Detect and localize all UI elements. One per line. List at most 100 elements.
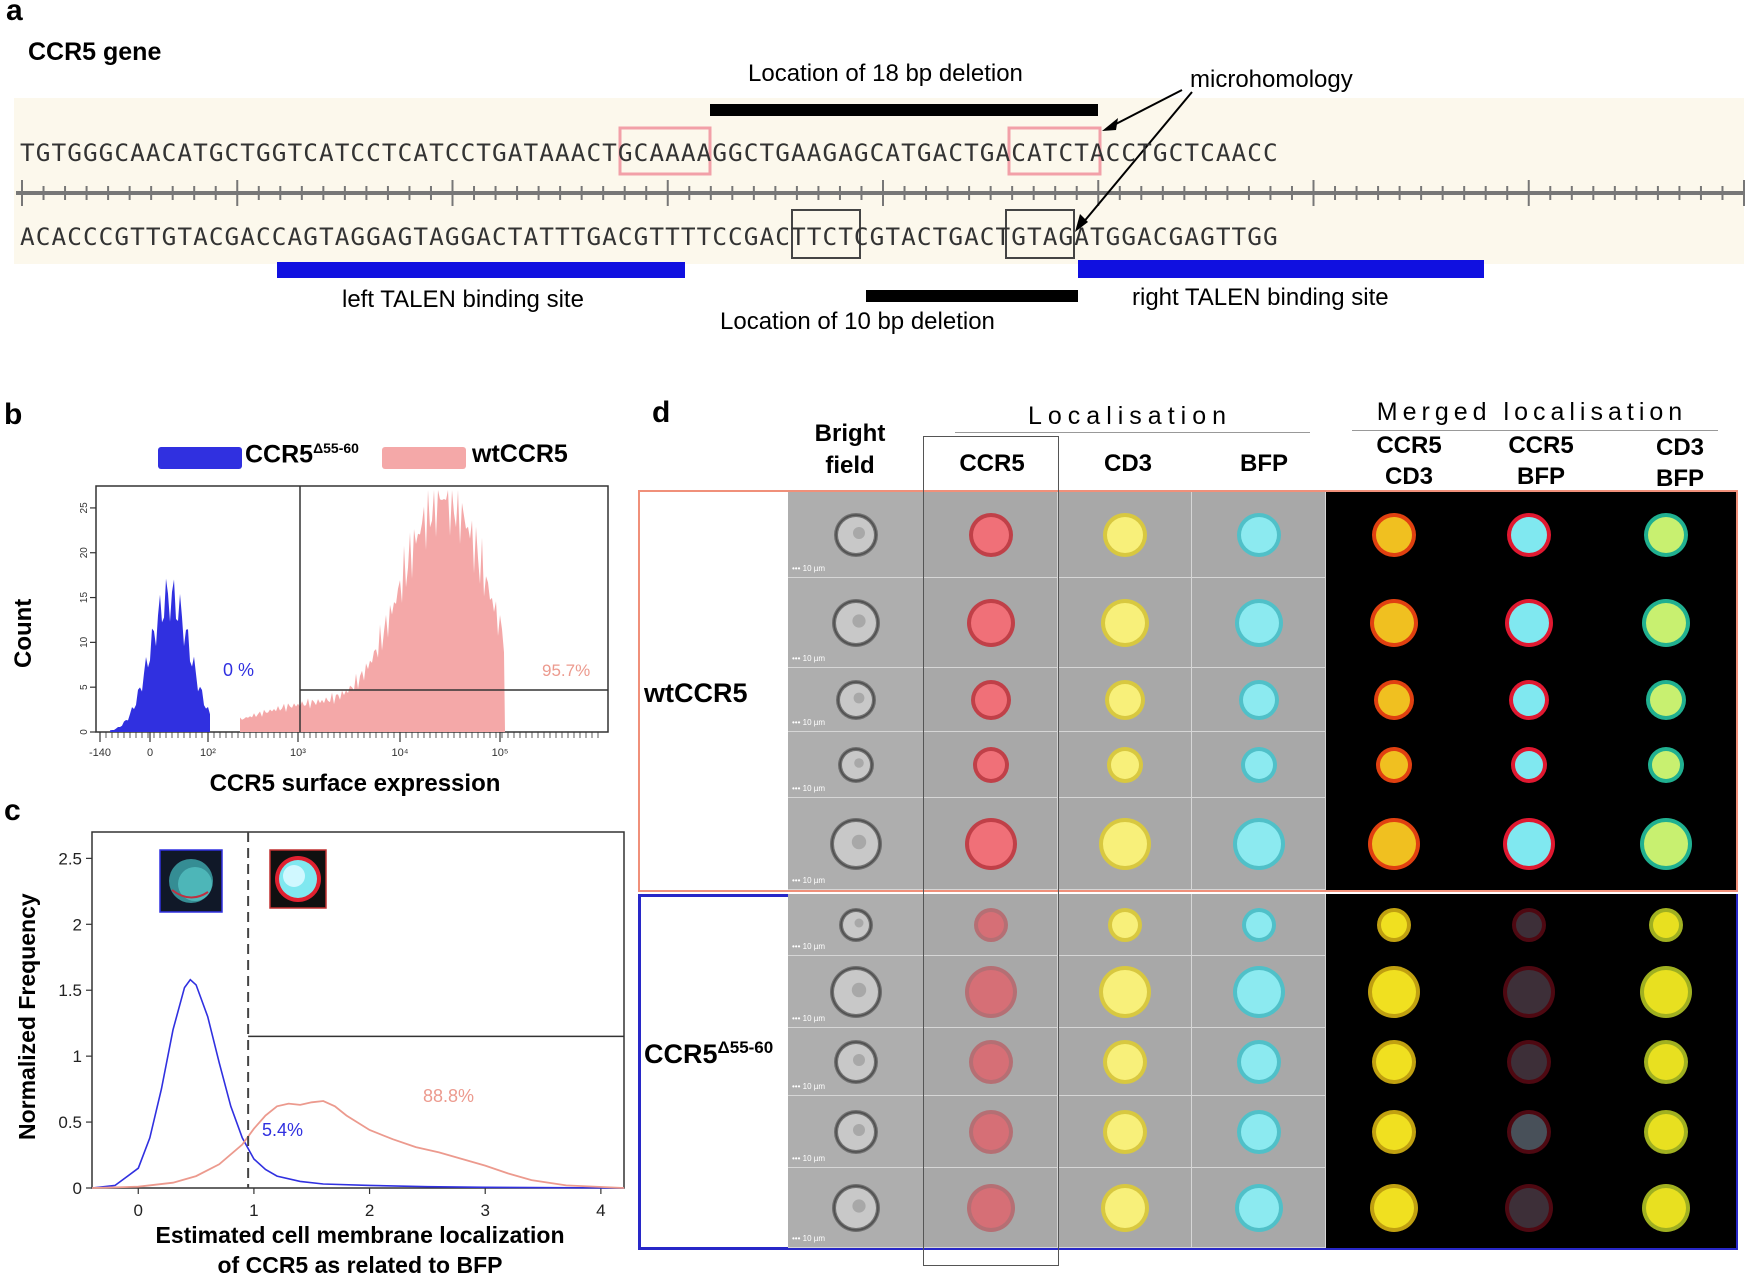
cell-image-cd3-row-8 <box>1058 1028 1192 1096</box>
bottom-strand-sequence: ACACCCGTTGTACGACCAGTAGGAGTAGGACTATTTGACG… <box>20 222 1279 251</box>
svg-text:10: 10 <box>79 636 90 648</box>
scale-bar-label: ••• 10 µm <box>792 1014 826 1023</box>
localisation-underline <box>955 432 1310 433</box>
scale-bar-label: ••• 10 µm <box>792 784 826 793</box>
svg-text:1: 1 <box>73 1047 82 1066</box>
cell-image-bf-row-4: ••• 10 µm <box>788 732 924 798</box>
cell-image-bfp-row-9 <box>1192 1096 1326 1168</box>
scale-bar-label: ••• 10 µm <box>792 564 826 573</box>
svg-text:0: 0 <box>147 747 153 759</box>
cell-image-grid: ••• 10 µm ••• 10 µm ••• 10 µm ••• 10 µm ••• … <box>788 492 1736 1248</box>
panel-b-xlabel: CCR5 surface expression <box>209 770 501 797</box>
cell-image-m3-row-1 <box>1596 492 1736 578</box>
cell-image-bfp-row-2 <box>1192 578 1326 668</box>
left-talen-bar <box>277 262 685 278</box>
cell-image-m1-row-10 <box>1326 1168 1462 1248</box>
svg-text:20: 20 <box>79 547 90 559</box>
cell-image-bfp-row-7 <box>1192 956 1326 1028</box>
sequence-band <box>14 98 1744 264</box>
cell-image-bf-row-6: ••• 10 µm <box>788 894 924 956</box>
microhomology-box-top-right <box>1007 126 1102 176</box>
scale-bar-label: ••• 10 µm <box>792 718 826 727</box>
panel-c-ylabel: Normalized Frequency <box>14 893 40 1140</box>
cell-image-m2-row-10 <box>1462 1168 1596 1248</box>
top-strand-sequence: TGTGGGCAACATGCTGGTCATCCTCATCCTGATAAACTGC… <box>20 138 1279 167</box>
cell-image-ccr5-row-3 <box>924 668 1058 732</box>
deletion-18-label: Location of 18 bp deletion <box>748 60 1023 87</box>
cell-image-m2-row-1 <box>1462 492 1596 578</box>
svg-text:2: 2 <box>365 1201 374 1220</box>
cell-image-bf-row-10: ••• 10 µm <box>788 1168 924 1248</box>
cell-image-cd3-row-10 <box>1058 1168 1192 1248</box>
cell-image-m3-row-2 <box>1596 578 1736 668</box>
cell-image-bfp-row-4 <box>1192 732 1326 798</box>
cell-image-m1-row-9 <box>1326 1096 1462 1168</box>
cell-image-m2-row-8 <box>1462 1028 1596 1096</box>
mutant-histogram <box>110 578 210 732</box>
legend-mutant-label: CCR5Δ55-60 <box>245 440 359 469</box>
svg-text:5: 5 <box>79 684 90 690</box>
scale-bar-label: ••• 10 µm <box>792 1082 826 1091</box>
cell-image-cd3-row-3 <box>1058 668 1192 732</box>
panel-c-xlabel-line2: of CCR5 as related to BFP <box>217 1252 503 1278</box>
bright-field-header: Bright field <box>814 420 886 479</box>
wt-histogram <box>240 490 505 732</box>
deletion-18-bar <box>710 104 1098 116</box>
cell-image-cd3-row-6 <box>1058 894 1192 956</box>
svg-text:15: 15 <box>79 592 90 604</box>
deletion-10-label: Location of 10 bp deletion <box>720 308 995 335</box>
deletion-10-bar <box>866 290 1078 302</box>
svg-text:0: 0 <box>134 1201 143 1220</box>
cell-image-ccr5-row-2 <box>924 578 1058 668</box>
panel-c-pct-wt: 88.8% <box>423 1086 474 1106</box>
cell-image-bfp-row-6 <box>1192 894 1326 956</box>
panel-b-ylabel: Count <box>10 598 37 668</box>
cell-image-m3-row-7 <box>1596 956 1736 1028</box>
cell-image-m1-row-3 <box>1326 668 1462 732</box>
localisation-header: Localisation <box>1027 402 1233 430</box>
cell-image-cd3-row-1 <box>1058 492 1192 578</box>
merged-header: Merged localisation <box>1376 398 1688 426</box>
cell-image-cd3-row-2 <box>1058 578 1192 668</box>
scale-bar-label: ••• 10 µm <box>792 1234 826 1243</box>
legend-wt-label: wtCCR5 <box>472 440 568 468</box>
cell-image-m1-row-4 <box>1326 732 1462 798</box>
svg-text:0.5: 0.5 <box>58 1113 82 1132</box>
wt-line <box>91 1100 625 1189</box>
cell-image-m2-row-6 <box>1462 894 1596 956</box>
cell-image-m1-row-1 <box>1326 492 1462 578</box>
panel-a-label: a <box>6 0 23 27</box>
cell-image-m2-row-2 <box>1462 578 1596 668</box>
panel-c-label: c <box>4 794 21 827</box>
right-talen-label: right TALEN binding site <box>1132 284 1389 311</box>
cell-image-m3-row-10 <box>1596 1168 1736 1248</box>
svg-text:1: 1 <box>249 1201 258 1220</box>
cell-image-m2-row-4 <box>1462 732 1596 798</box>
cell-image-bfp-row-10 <box>1192 1168 1326 1248</box>
cell-image-m3-row-6 <box>1596 894 1736 956</box>
cell-image-bf-row-7: ••• 10 µm <box>788 956 924 1028</box>
cell-image-m3-row-8 <box>1596 1028 1736 1096</box>
cell-image-bfp-row-3 <box>1192 668 1326 732</box>
cell-image-bf-row-2: ••• 10 µm <box>788 578 924 668</box>
cell-image-bf-row-9: ••• 10 µm <box>788 1096 924 1168</box>
ccr5-column-highlight <box>923 436 1059 1266</box>
cell-image-m1-row-6 <box>1326 894 1462 956</box>
cell-image-ccr5-row-6 <box>924 894 1058 956</box>
cell-image-bfp-row-5 <box>1192 798 1326 890</box>
cell-image-cd3-row-5 <box>1058 798 1192 890</box>
cell-image-m1-row-5 <box>1326 798 1462 890</box>
svg-text:10³: 10³ <box>290 747 306 759</box>
cell-image-ccr5-row-7 <box>924 956 1058 1028</box>
sequence-annotations <box>16 89 1745 302</box>
panel-d-label: d <box>652 396 671 429</box>
mutant-group-label: CCR5Δ55-60 <box>644 1038 774 1069</box>
cell-image-cd3-row-9 <box>1058 1096 1192 1168</box>
cell-image-m1-row-7 <box>1326 956 1462 1028</box>
microhomology-box-bottom-left <box>791 209 861 259</box>
col-cd3-header: CD3 <box>1103 450 1152 477</box>
cell-image-cd3-row-7 <box>1058 956 1192 1028</box>
svg-text:2.5: 2.5 <box>58 849 82 868</box>
cell-image-m2-row-3 <box>1462 668 1596 732</box>
